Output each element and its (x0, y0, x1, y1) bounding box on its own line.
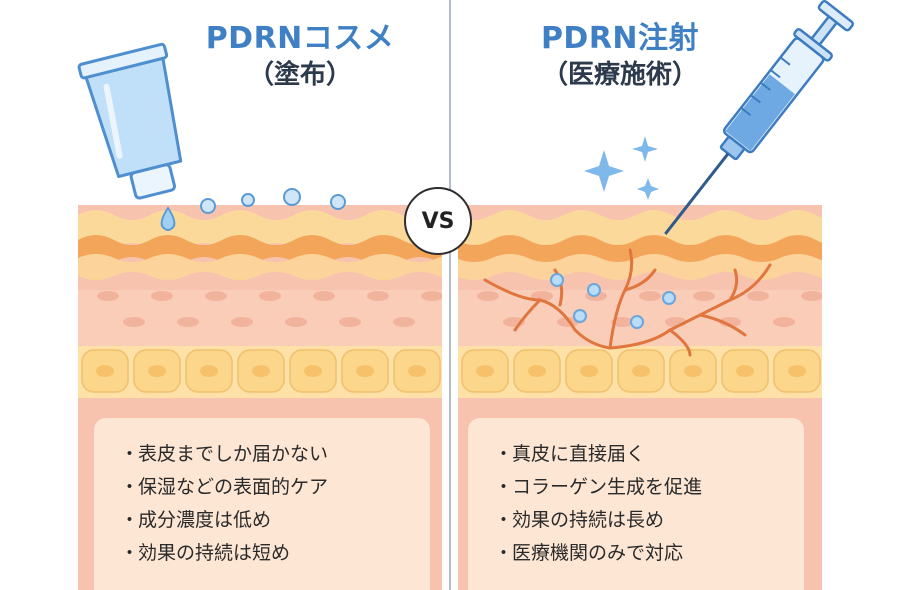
title-right-main: PDRN注射 (540, 21, 700, 56)
dermis-fiber (339, 317, 361, 327)
cell-nucleus (304, 365, 322, 377)
cell-nucleus (580, 365, 598, 377)
cell-nucleus (148, 365, 166, 377)
dermis-fiber (177, 317, 199, 327)
dermis-fiber (477, 291, 499, 301)
skin-cell (826, 350, 872, 392)
dermis-fiber (747, 291, 769, 301)
cream-beads (200, 188, 346, 214)
syringe-icon (664, 0, 854, 235)
dermis-fiber (393, 317, 415, 327)
cell-nucleus (684, 365, 702, 377)
dermis-fiber (827, 317, 849, 327)
vs-badge: VS (404, 187, 472, 255)
dermis-fiber (367, 291, 389, 301)
title-left-sub: （塗布） (247, 59, 352, 90)
cell-nucleus (356, 365, 374, 377)
dermis-fiber (259, 291, 281, 301)
cream-tube-icon (77, 42, 183, 200)
dermis-fiber (773, 317, 795, 327)
cell-nucleus (736, 365, 754, 377)
list-item: ・成分濃度は低め (120, 509, 272, 531)
dermis-fiber (97, 291, 119, 301)
title-left-main: PDRNコスメ (205, 21, 395, 56)
droplet-icon (160, 206, 176, 231)
card-injection-points: ・真皮に直接届く ・コラーゲン生成を促進 ・効果の持続は長め ・医療機関のみで対… (468, 418, 804, 590)
cell-nucleus (252, 365, 270, 377)
cell-nucleus (408, 365, 426, 377)
skin-block-left (30, 205, 442, 590)
cell-nucleus (200, 365, 218, 377)
card-cosmetics-points: ・表皮までしか届かない ・保湿などの表面的ケア ・成分濃度は低め ・効果の持続は… (94, 418, 430, 590)
dermis-fiber (123, 317, 145, 327)
dermis-fiber (693, 291, 715, 301)
dermis-fiber (719, 317, 741, 327)
dermis-fiber (313, 291, 335, 301)
title-injection: PDRN注射 （医療施術） (440, 21, 800, 90)
cell-nucleus (476, 365, 494, 377)
dermis-fiber (231, 317, 253, 327)
title-right-sub: （医療施術） (541, 59, 698, 90)
skin-cell (30, 350, 76, 392)
dermis-fiber (205, 291, 227, 301)
cell-nucleus (44, 365, 62, 377)
title-cosmetics: PDRNコスメ （塗布） (120, 21, 480, 90)
cell-nucleus (632, 365, 650, 377)
list-item: ・表皮までしか届かない (120, 443, 329, 465)
dermis-fiber (285, 317, 307, 327)
cell-nucleus (96, 365, 114, 377)
cell-nucleus (528, 365, 546, 377)
dermis-fiber (801, 291, 822, 301)
list-item: ・効果の持続は長め (494, 509, 665, 531)
list-item: ・保湿などの表面的ケア (120, 476, 329, 498)
dermis-fiber (421, 291, 442, 301)
list-item: ・医療機関のみで対応 (494, 542, 684, 564)
cell-nucleus (840, 365, 858, 377)
dermis-fiber (639, 291, 661, 301)
absorbed-droplets (550, 273, 676, 329)
list-item: ・効果の持続は短め (120, 542, 291, 564)
list-item: ・コラーゲン生成を促進 (494, 476, 703, 498)
list-item: ・真皮に直接届く (494, 443, 646, 465)
sparkle-icon (584, 136, 659, 200)
cell-nucleus (788, 365, 806, 377)
dermis-fiber (151, 291, 173, 301)
collagen-fiber-network (483, 248, 772, 357)
